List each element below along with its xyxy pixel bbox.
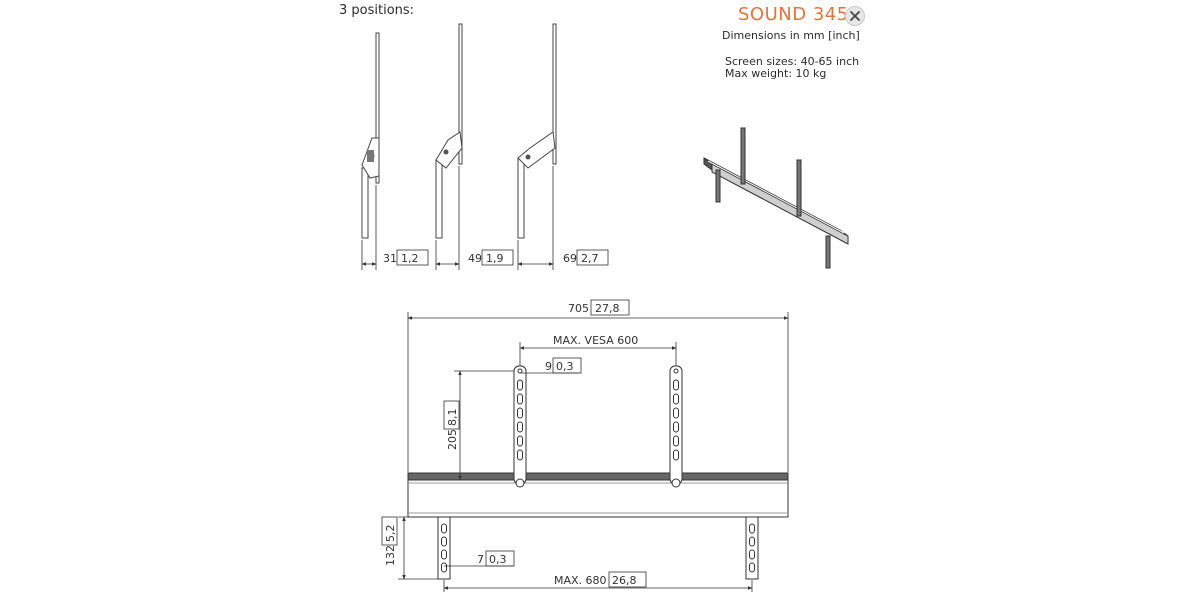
top-offset-inch: 0,3 [556,360,574,373]
side-dim-1-mm: 31 [383,252,397,265]
upper-arm-left [513,365,527,488]
side-dim-2-inch: 1,9 [486,252,504,265]
units-note: Dimensions in mm [inch] [722,29,860,42]
isometric-view [703,127,849,269]
leg-height-inch: 5,2 [384,525,397,543]
vesa-label: MAX. VESA 600 [553,334,638,347]
arm-height-inch: 8,1 [446,409,459,427]
side-dim-2-mm: 49 [468,252,482,265]
width-mm: 705 [568,302,589,315]
close-button[interactable] [845,6,865,26]
lower-leg-left [437,516,451,580]
side-view-position-3 [517,23,557,239]
leg-span-label: MAX. 680 [554,574,607,587]
side-dim-1-inch: 1,2 [401,252,419,265]
side-dim-3-mm: 69 [563,252,577,265]
spec-screen-sizes: Screen sizes: 40-65 inch [725,55,860,68]
leg-offset-mm: 7 [477,553,484,566]
side-dim-1: 31 1,2 [361,185,429,270]
leg-offset-inch: 0,3 [489,553,507,566]
arm-height-mm: 205 [446,429,459,450]
close-icon [850,11,860,21]
side-view-position-2 [435,23,463,239]
upper-arm-right [669,365,683,488]
leg-span-inch: 26,8 [612,574,637,587]
side-dim-3: 69 2,7 [517,166,609,270]
front-dimensions [398,312,789,592]
product-title: SOUND 345 [738,4,849,25]
lower-leg-right [745,516,759,580]
width-inch: 27,8 [595,302,620,315]
front-dimension-labels: 705 27,8 MAX. VESA 600 9 0,3 205 8,1 132… [381,299,647,588]
side-view-position-1 [361,32,380,239]
positions-label: 3 positions: [339,3,415,18]
side-dim-3-inch: 2,7 [581,252,599,265]
top-offset-mm: 9 [545,360,552,373]
spec-max-weight: Max weight: 10 kg [725,67,827,80]
leg-height-mm: 132 [384,545,397,566]
front-view [407,365,789,580]
side-dim-2: 49 1,9 [435,166,514,270]
